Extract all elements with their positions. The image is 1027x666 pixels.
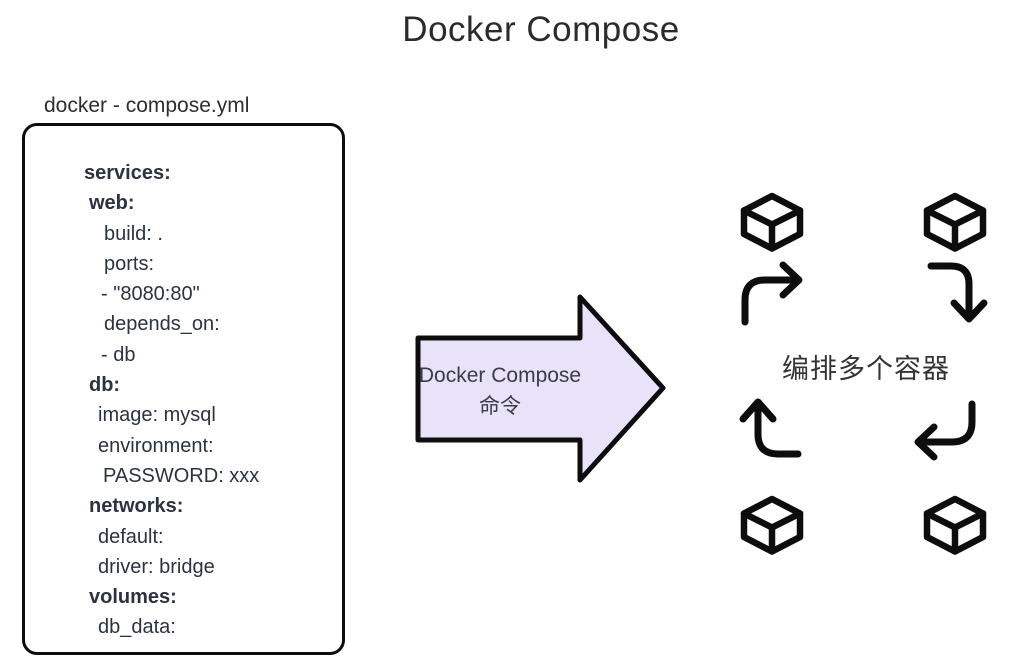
cycle-arrow-icon-bottom-right [910, 396, 980, 464]
yaml-line: web: [89, 192, 135, 215]
yaml-line: services: [84, 162, 171, 184]
container-cube-icon-bottom-left [739, 494, 805, 556]
command-arrow-label-line1: Docker Compose [418, 364, 582, 387]
command-arrow-label-line2: 命令 [479, 395, 521, 418]
yaml-line: build: . [104, 222, 163, 245]
container-cube-icon-top-left [739, 191, 805, 253]
yaml-line: db_data: [98, 616, 176, 639]
cycle-arrow-icon-bottom-left [736, 392, 802, 462]
cycle-arrow-icon-top-right [925, 258, 991, 328]
compose-file-label: docker - compose.yml [44, 94, 250, 117]
yaml-line: PASSWORD: xxx [103, 464, 260, 487]
yaml-line: driver: bridge [98, 555, 215, 578]
orchestration-caption: 编排多个容器 [782, 354, 950, 384]
right-arrow-icon [415, 294, 666, 483]
command-arrow-label: Docker Compose 命令 [418, 360, 582, 422]
yaml-line: depends_on: [104, 313, 220, 336]
yaml-line: default: [98, 525, 164, 548]
cycle-arrow-icon-top-left [737, 258, 807, 326]
docker-compose-command-arrow [412, 292, 670, 488]
page-title: Docker Compose [402, 10, 680, 49]
yaml-line: ports: [104, 252, 155, 275]
container-cube-icon-bottom-right [922, 494, 988, 556]
yaml-line: - db [101, 343, 136, 366]
yaml-line: image: mysql [98, 404, 216, 427]
container-cube-icon-top-right [922, 191, 988, 253]
yaml-line: volumes: [89, 586, 177, 609]
yaml-content: services: web: build: . ports: - "8080:80" de… [84, 158, 336, 643]
right-arrow-shape [415, 294, 666, 483]
yaml-line: db: [89, 374, 121, 397]
compose-file-box: services: web: build: . ports: - "8080:80" de… [22, 123, 345, 655]
yaml-line: networks: [89, 495, 184, 518]
yaml-line: environment: [98, 434, 214, 457]
yaml-line: - "8080:80" [101, 283, 200, 306]
